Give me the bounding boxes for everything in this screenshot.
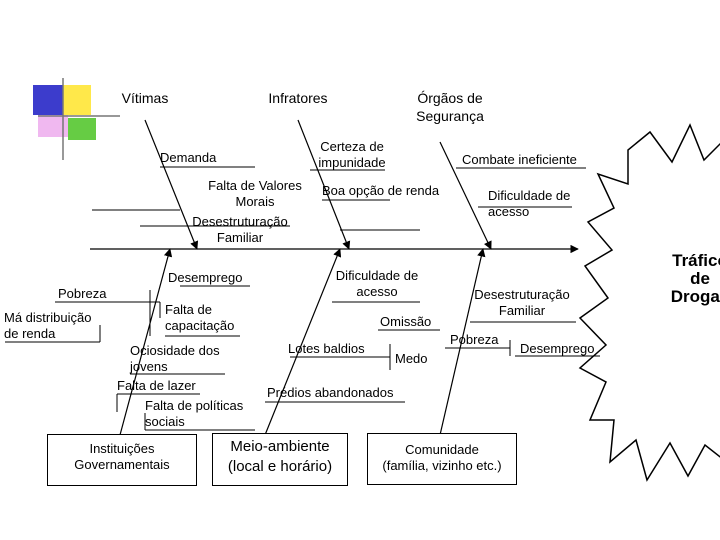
cause-pobreza-1: Pobreza bbox=[58, 286, 107, 301]
cause-falta-capacitacao: Falta de capacitação bbox=[165, 302, 235, 333]
deco-green-square bbox=[68, 118, 96, 140]
category-meio-ambiente: Meio-ambiente (local e horário) bbox=[227, 438, 333, 475]
category-box-meio-ambiente: Meio-ambiente (local e horário) bbox=[212, 433, 348, 486]
deco-blue-square bbox=[33, 85, 63, 115]
cause-pobreza-2: Pobreza bbox=[450, 332, 499, 347]
cause-desemprego-2: Desemprego bbox=[520, 341, 595, 356]
deco-pink-square bbox=[38, 115, 68, 137]
category-infratores: Infratores bbox=[268, 90, 328, 106]
category-box-comunidade: Comunidade (família, vizinho etc.) bbox=[367, 433, 517, 485]
branch-orgaos bbox=[439, 141, 492, 250]
cause-desestruturacao-familiar-2: Desestruturação Familiar bbox=[474, 287, 570, 318]
cause-ma-distribuicao-renda: Má distribuição de renda bbox=[4, 310, 92, 341]
cause-certeza-impunidade: Certeza de impunidade bbox=[318, 139, 386, 170]
cause-falta-politicas-sociais: Falta de políticas sociais bbox=[145, 398, 244, 429]
branch-infratores bbox=[297, 119, 351, 250]
category-orgaos-seguranca: Órgãos de Segurança bbox=[416, 90, 484, 124]
category-box-instituicoes: Instituições Governamentais bbox=[47, 434, 197, 486]
branch-vitimas bbox=[144, 119, 199, 250]
category-vitimas: Vítimas bbox=[121, 90, 169, 106]
branch-meio-ambiente bbox=[264, 248, 342, 436]
cause-dificuldade-acesso-2: Dificuldade de acesso bbox=[335, 268, 419, 299]
cause-predios-abandonados: Prédios abandonados bbox=[267, 385, 394, 400]
cause-boa-opcao-renda: Boa opção de renda bbox=[322, 183, 440, 198]
cause-medo: Medo bbox=[395, 351, 428, 366]
cause-desemprego-1: Desemprego bbox=[168, 270, 243, 285]
branch-comunidade bbox=[439, 248, 486, 436]
deco-yellow-square bbox=[63, 85, 91, 115]
cause-ociosidade-jovens: Ociosidade dos jovens bbox=[130, 343, 220, 374]
decorative-squares bbox=[33, 78, 120, 160]
branch-instituicoes bbox=[119, 248, 173, 436]
cause-lines bbox=[5, 166, 600, 431]
cause-desestruturacao-familiar: Desestruturação Familiar bbox=[192, 214, 288, 245]
cause-demanda: Demanda bbox=[160, 150, 217, 165]
cause-lotes-baldios: Lotes baldios bbox=[288, 341, 365, 356]
cause-falta-lazer: Falta de lazer bbox=[117, 378, 196, 393]
cause-falta-valores: Falta de Valores Morais bbox=[208, 178, 302, 209]
cause-omissao: Omissão bbox=[380, 314, 432, 329]
effect-burst-shape bbox=[578, 123, 720, 482]
cause-dificuldade-acesso-1: Dificuldade de acesso bbox=[488, 188, 571, 219]
category-comunidade: Comunidade (família, vizinho etc.) bbox=[382, 442, 502, 473]
effect-trafico-drogas: Tráfico de Drogas bbox=[670, 251, 720, 306]
category-instituicoes: Instituições Governamentais bbox=[74, 441, 170, 472]
cause-combate-ineficiente: Combate ineficiente bbox=[462, 152, 577, 167]
